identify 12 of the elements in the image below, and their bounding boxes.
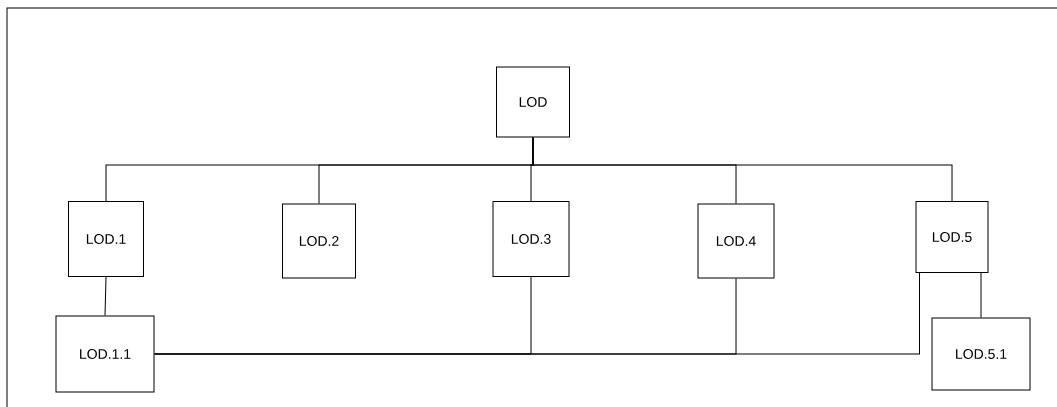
box: LOD.2	[282, 203, 356, 279]
connector-line	[980, 272, 982, 318]
connector-line	[532, 137, 953, 202]
box: LOD.4	[697, 203, 775, 279]
box: LOD.3	[492, 201, 570, 277]
box: LOD	[496, 66, 570, 138]
box: LOD.1	[68, 201, 144, 277]
box: LOD.5.1	[931, 317, 1031, 391]
box: LOD.5	[915, 201, 989, 273]
connector-line	[154, 272, 920, 355]
connector-line	[104, 276, 107, 316]
box: LOD.1.1	[55, 315, 155, 393]
